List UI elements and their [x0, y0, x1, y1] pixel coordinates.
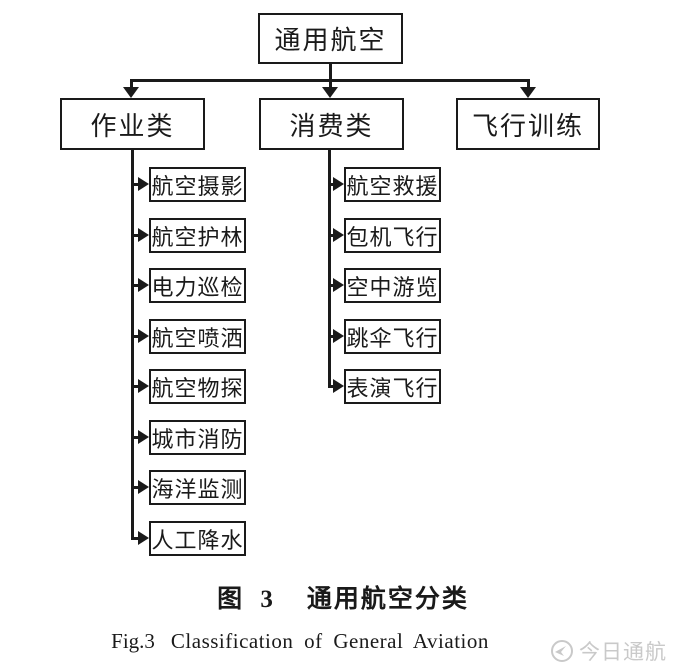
- node-label: 海洋监测: [151, 476, 244, 502]
- node-consumer-class: 消费类: [259, 98, 404, 150]
- right-arrow-icon: [333, 379, 344, 393]
- figure-caption-en: Fig.3 Classification of General Aviation: [0, 629, 638, 654]
- down-arrow-icon: [123, 87, 139, 98]
- node-label: 作业类: [90, 111, 175, 141]
- node-leaf: 航空救援: [344, 167, 441, 202]
- node-label: 航空物探: [151, 375, 244, 401]
- node-leaf: 航空护林: [149, 218, 246, 253]
- connector-branch: [131, 335, 141, 338]
- node-leaf: 海洋监测: [149, 470, 246, 505]
- connector-branch: [131, 234, 141, 237]
- watermark-text: 今日通航: [579, 641, 667, 664]
- right-arrow-icon: [138, 531, 149, 545]
- right-arrow-icon: [333, 329, 344, 343]
- down-arrow-icon: [520, 87, 536, 98]
- node-leaf: 表演飞行: [344, 369, 441, 404]
- right-arrow-icon: [138, 228, 149, 242]
- figure-title-en: Classification of General Aviation: [170, 629, 489, 653]
- connector-branch: [328, 284, 336, 287]
- node-label: 消费类: [289, 111, 374, 141]
- right-arrow-icon: [333, 278, 344, 292]
- connector-spine-consumer: [328, 150, 331, 388]
- node-label: 飞行训练: [471, 111, 584, 141]
- node-label: 航空摄影: [151, 173, 244, 199]
- node-label: 航空护林: [151, 224, 244, 250]
- connector-branch: [131, 537, 141, 540]
- right-arrow-icon: [333, 228, 344, 242]
- node-leaf: 城市消防: [149, 420, 246, 455]
- figure-number-en: Fig.3: [111, 629, 155, 653]
- connector-branch: [131, 284, 141, 287]
- connector-branch: [328, 183, 336, 186]
- right-arrow-icon: [333, 177, 344, 191]
- node-label: 通用航空: [274, 26, 387, 55]
- connector-branch: [328, 234, 336, 237]
- figure-caption-zh: 图 3 通用航空分类: [5, 579, 676, 615]
- connector-branch: [131, 486, 141, 489]
- node-leaf: 包机飞行: [344, 218, 441, 253]
- node-label: 航空喷洒: [151, 325, 244, 351]
- connector-drop-middle: [329, 79, 332, 88]
- connector-drop-left: [130, 79, 133, 88]
- right-arrow-icon: [138, 430, 149, 444]
- node-operations-class: 作业类: [60, 98, 205, 150]
- node-label: 航空救援: [346, 173, 439, 199]
- node-leaf: 航空物探: [149, 369, 246, 404]
- connector-root-stub: [329, 64, 332, 80]
- node-leaf: 空中游览: [344, 268, 441, 303]
- node-label: 包机飞行: [346, 224, 439, 250]
- node-label: 表演飞行: [346, 375, 439, 401]
- watermark: 今日通航: [550, 636, 667, 666]
- node-label: 人工降水: [151, 527, 244, 553]
- node-label: 城市消防: [151, 426, 244, 452]
- node-leaf: 人工降水: [149, 521, 246, 556]
- watermark-logo-icon: [551, 640, 573, 662]
- down-arrow-icon: [322, 87, 338, 98]
- right-arrow-icon: [138, 177, 149, 191]
- right-arrow-icon: [138, 480, 149, 494]
- figure-title-zh: 通用航空分类: [306, 586, 469, 613]
- node-leaf: 航空摄影: [149, 167, 246, 202]
- node-label: 空中游览: [346, 274, 439, 300]
- node-general-aviation: 通用航空: [258, 13, 403, 64]
- right-arrow-icon: [138, 379, 149, 393]
- connector-branch: [328, 335, 336, 338]
- connector-spine-operations: [131, 150, 134, 540]
- node-label: 电力巡检: [151, 274, 244, 300]
- right-arrow-icon: [138, 329, 149, 343]
- node-leaf: 电力巡检: [149, 268, 246, 303]
- connector-branch: [131, 436, 141, 439]
- figure-number-zh: 图 3: [217, 586, 279, 613]
- connector-drop-right: [527, 79, 530, 88]
- node-leaf: 航空喷洒: [149, 319, 246, 354]
- right-arrow-icon: [138, 278, 149, 292]
- connector-branch: [131, 385, 141, 388]
- connector-branch: [131, 183, 141, 186]
- node-leaf: 跳伞飞行: [344, 319, 441, 354]
- connector-branch: [328, 385, 336, 388]
- node-flight-training: 飞行训练: [456, 98, 600, 150]
- node-label: 跳伞飞行: [346, 325, 439, 351]
